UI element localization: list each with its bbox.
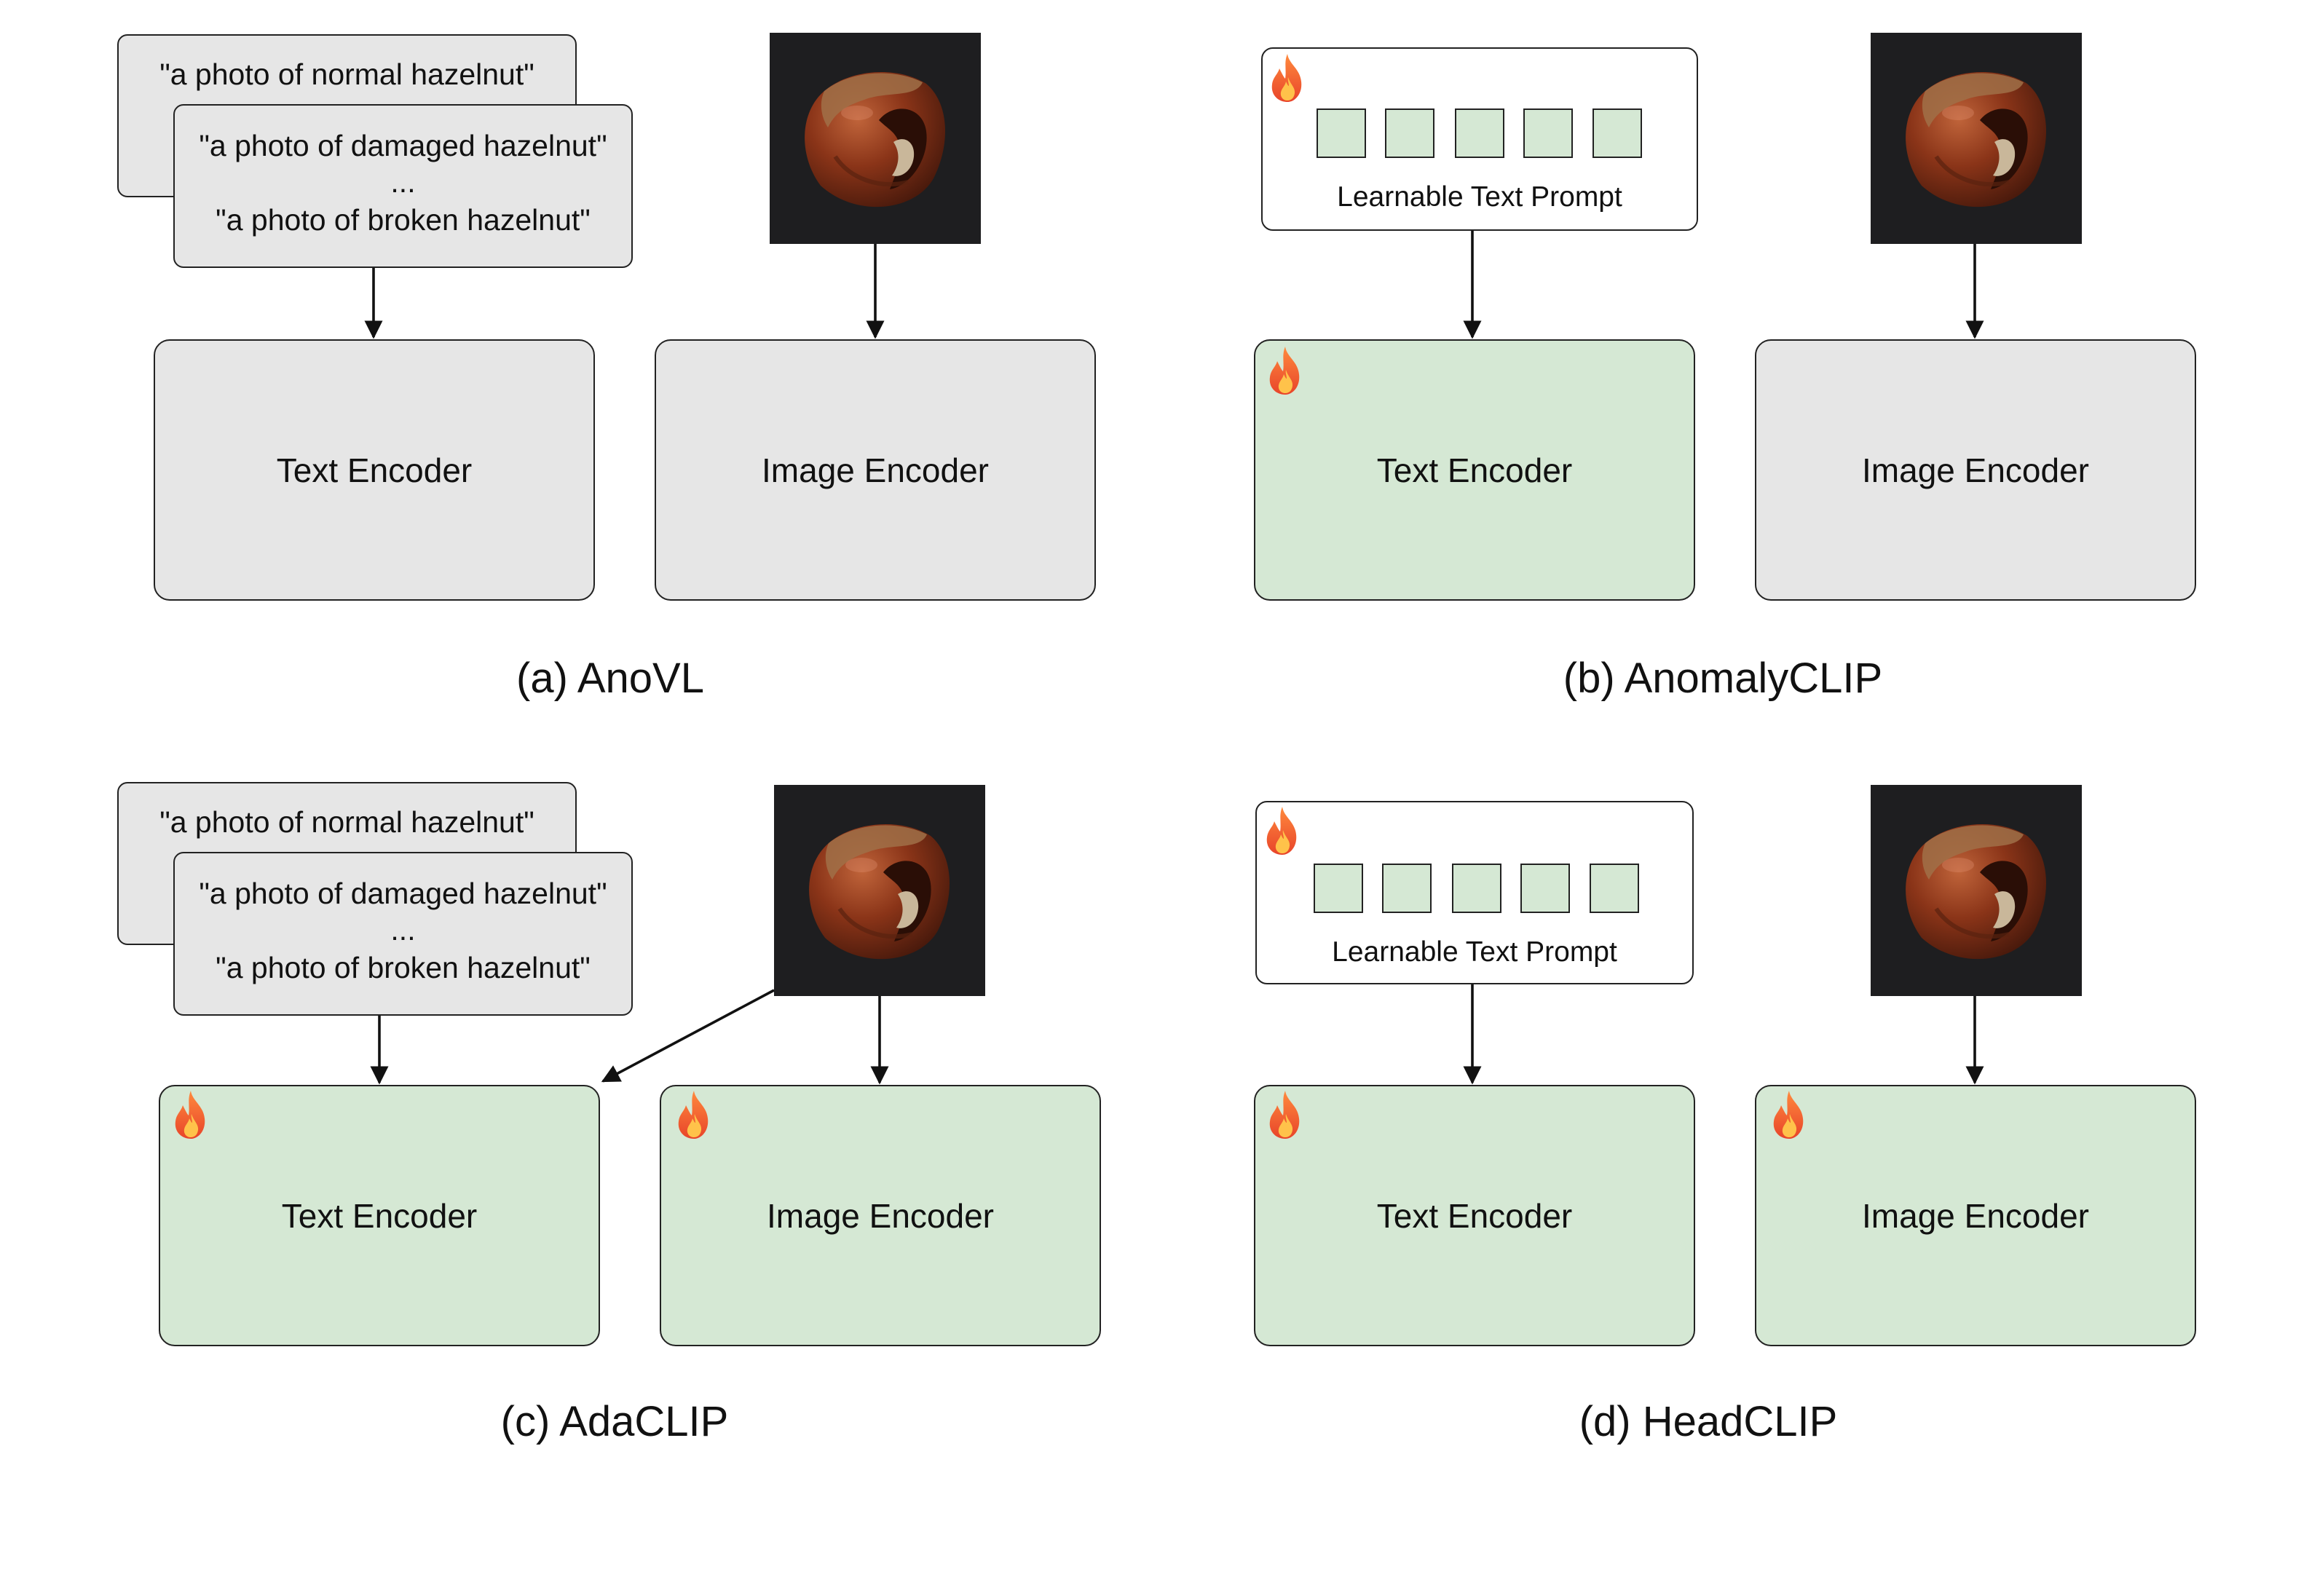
- panel-caption: (a) AnoVL: [516, 655, 704, 702]
- prompt-token: [1452, 864, 1501, 913]
- image-encoder-label: Image Encoder: [762, 451, 989, 489]
- prompt-damaged-text: "a photo of damaged hazelnut": [199, 129, 607, 162]
- text-encoder-box: Text Encoder: [159, 1085, 600, 1346]
- image-encoder-box: Image Encoder: [660, 1085, 1101, 1346]
- panel-caption: (b) AnomalyCLIP: [1563, 655, 1883, 702]
- text-prompt-card-front: "a photo of damaged hazelnut" ... "a pho…: [173, 104, 633, 268]
- text-encoder-label: Text Encoder: [1376, 1196, 1573, 1235]
- image-encoder-box: Image Encoder: [1755, 339, 2196, 601]
- arrow-image-to-text-encoder: [601, 989, 775, 1083]
- learnable-text-prompt-box: Learnable Text Prompt: [1261, 47, 1698, 231]
- prompt-token: [1592, 108, 1642, 158]
- image-encoder-box: Image Encoder: [1755, 1085, 2196, 1346]
- image-encoder-label: Image Encoder: [1862, 1196, 2089, 1235]
- text-encoder-box: Text Encoder: [1254, 1085, 1695, 1346]
- prompt-token: [1382, 864, 1432, 913]
- prompt-ellipsis-text: ...: [390, 165, 416, 199]
- panel-caption: (c) AdaCLIP: [500, 1398, 729, 1445]
- prompt-token: [1520, 864, 1570, 913]
- text-prompt-card-front: "a photo of damaged hazelnut" ... "a pho…: [173, 852, 633, 1016]
- text-encoder-label: Text Encoder: [1376, 451, 1573, 489]
- prompt-token: [1455, 108, 1504, 158]
- image-encoder-box: Image Encoder: [655, 339, 1096, 601]
- image-encoder-label: Image Encoder: [1862, 451, 2089, 489]
- prompt-damaged-text: "a photo of damaged hazelnut": [199, 877, 607, 910]
- prompt-broken-text: "a photo of broken hazelnut": [216, 203, 591, 237]
- prompt-token: [1523, 108, 1573, 158]
- prompt-broken-text: "a photo of broken hazelnut": [216, 951, 591, 984]
- text-encoder-label: Text Encoder: [281, 1196, 478, 1235]
- text-encoder-box: Text Encoder: [1254, 339, 1695, 601]
- learnable-prompt-label: Learnable Text Prompt: [1332, 936, 1617, 968]
- prompt-token: [1317, 108, 1366, 158]
- prompt-normal-text: "a photo of normal hazelnut": [159, 58, 534, 91]
- prompt-token: [1314, 864, 1363, 913]
- panel-caption: (d) HeadCLIP: [1579, 1398, 1838, 1445]
- text-encoder-label: Text Encoder: [276, 451, 473, 489]
- prompt-ellipsis-text: ...: [390, 913, 416, 947]
- learnable-text-prompt-box: Learnable Text Prompt: [1255, 801, 1694, 984]
- image-encoder-label: Image Encoder: [767, 1196, 994, 1235]
- prompt-normal-text: "a photo of normal hazelnut": [159, 805, 534, 839]
- text-encoder-box: Text Encoder: [154, 339, 595, 601]
- prompt-token: [1590, 864, 1639, 913]
- learnable-prompt-label: Learnable Text Prompt: [1337, 181, 1622, 213]
- prompt-token: [1385, 108, 1434, 158]
